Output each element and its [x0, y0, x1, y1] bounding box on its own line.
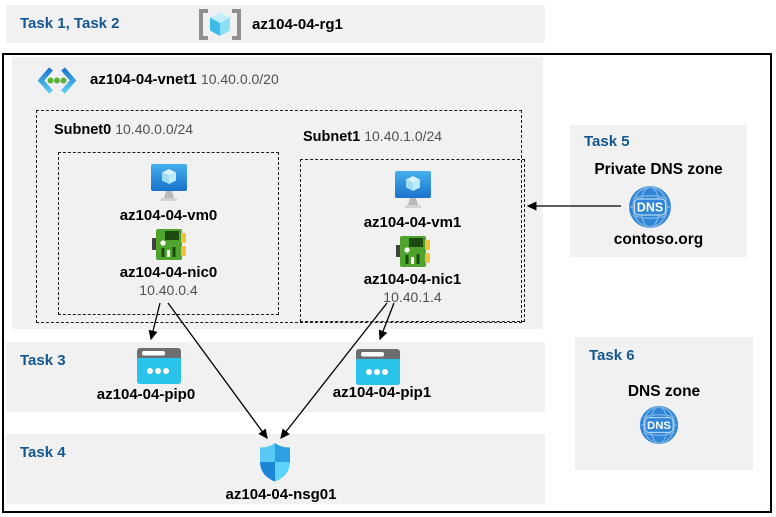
- pip1-name: az104-04-pip1: [332, 384, 432, 401]
- nic0-icon: [151, 228, 187, 261]
- subnet1-title: Subnet1 10.40.1.0/24: [303, 128, 442, 145]
- vnet-cidr: 10.40.0.0/20: [200, 71, 279, 87]
- task1-2-label: Task 1, Task 2: [20, 15, 120, 32]
- vm1-name: az104-04-vm1: [363, 214, 462, 231]
- nic1-ip: 10.40.1.4: [383, 289, 442, 305]
- subnets-container: Subnet0 10.40.0.0/24: [36, 110, 525, 323]
- subnet0-name: Subnet0: [54, 122, 112, 138]
- subnet0-box: az104-04-vm0 az104-04-nic0: [58, 152, 279, 315]
- dns-zone-icon: DNS: [639, 405, 679, 445]
- private-dns-zone-name: contoso.org: [613, 231, 704, 248]
- vnet-name: az104-04-vnet1: [90, 71, 197, 88]
- vm1-icon: [393, 170, 433, 211]
- nsg-name: az104-04-nsg01: [225, 486, 337, 503]
- subnet0-title: Subnet0 10.40.0.0/24: [54, 121, 193, 138]
- task5-label: Task 5: [584, 133, 630, 150]
- subnet1-name: Subnet1: [303, 129, 361, 145]
- resource-group-icon: [197, 8, 243, 41]
- dns-icon-text: DNS: [637, 201, 663, 215]
- subnet1-cidr: 10.40.1.0/24: [364, 128, 443, 144]
- pip1-icon: [356, 349, 400, 385]
- nsg-shield-icon: [259, 442, 291, 482]
- task4-label: Task 4: [20, 444, 66, 461]
- vm0-icon: [149, 163, 189, 204]
- nic1-name: az104-04-nic1: [363, 271, 462, 288]
- resource-group-name: az104-04-rg1: [252, 16, 343, 33]
- task3-label: Task 3: [20, 352, 66, 369]
- dns-zone-title: DNS zone: [627, 383, 701, 400]
- task6-box: Task 6 DNS zone DNS: [575, 337, 753, 470]
- vnet-title: az104-04-vnet1 10.40.0.0/20: [90, 71, 279, 88]
- task5-box: Task 5 Private DNS zone DNS contoso.org: [570, 125, 747, 257]
- dns-icon-text: DNS: [647, 420, 671, 432]
- virtual-network-icon: [37, 65, 77, 96]
- subnet1-box: az104-04-vm1 az104-04-nic1: [300, 159, 525, 322]
- private-dns-zone-title: Private DNS zone: [594, 161, 723, 178]
- private-dns-zone-icon: DNS: [628, 185, 672, 229]
- task4-band: Task 4 az104-04-nsg01: [6, 434, 545, 504]
- vnet-box: az104-04-vnet1 10.40.0.0/20 Subnet0 10.4…: [12, 57, 543, 329]
- nic0-ip: 10.40.0.4: [139, 282, 198, 298]
- subnet0-cidr: 10.40.0.0/24: [115, 121, 194, 137]
- vm0-name: az104-04-vm0: [119, 207, 218, 224]
- task3-band: Task 3 az104-04-pip0: [6, 342, 545, 412]
- task1-2-band: Task 1, Task 2 az104-04-rg1: [6, 5, 545, 43]
- resource-group-boundary: [2, 53, 772, 513]
- task6-label: Task 6: [589, 347, 635, 364]
- pip0-name: az104-04-pip0: [96, 386, 196, 403]
- nic0-name: az104-04-nic0: [119, 264, 218, 281]
- nic1-icon: [395, 235, 431, 268]
- pip0-icon: [137, 348, 181, 384]
